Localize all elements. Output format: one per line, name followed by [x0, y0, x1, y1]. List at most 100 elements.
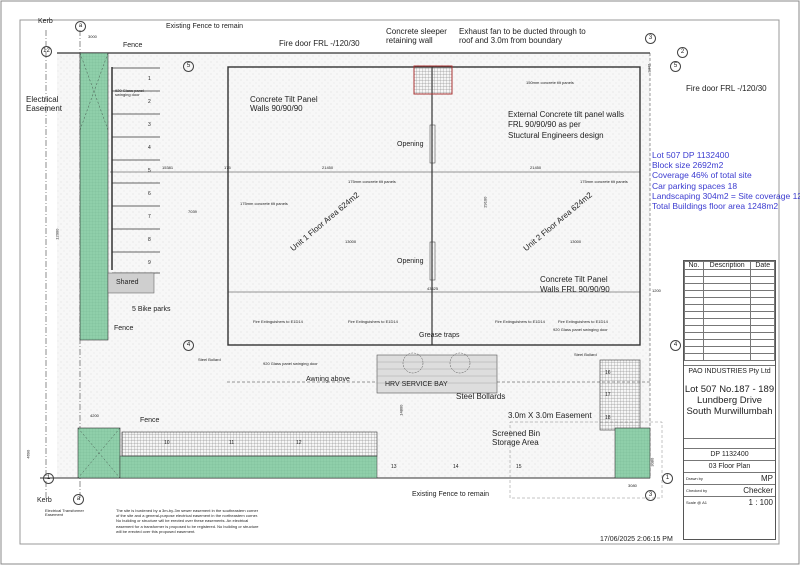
- grease-traps-label: Grease traps: [419, 332, 460, 339]
- rev-header: Description: [702, 261, 752, 270]
- grid-bubble: a: [73, 494, 84, 505]
- grid-bubble: 5: [670, 61, 681, 72]
- site-info: Lot 507 DP 1132400 Block size 2692m2 Cov…: [652, 150, 800, 211]
- transformer-easement-label: Electrical Transformer Easement: [45, 508, 84, 518]
- fence-label: Fence: [140, 417, 160, 424]
- bay-number: 1: [148, 76, 151, 82]
- timestamp: 17/06/2025 2:06:15 PM: [600, 536, 673, 543]
- rev-header: No.: [684, 261, 704, 270]
- site-area: [57, 53, 650, 478]
- bay-number: 4: [148, 145, 151, 151]
- bay-number: 2: [148, 99, 151, 105]
- label: Checked by: [686, 487, 708, 493]
- hrv-bay: [376, 354, 498, 394]
- bay-number: 7: [148, 214, 151, 220]
- dimension: 43425: [427, 286, 439, 291]
- dimension: 13000: [570, 239, 582, 244]
- exhaust-fan: [413, 65, 453, 95]
- dimension: 13000: [345, 239, 357, 244]
- checked-by-row: Checked by Checker: [684, 483, 775, 496]
- grid-bubble: 12: [41, 46, 52, 57]
- value: MP: [761, 473, 773, 483]
- project-address: Lot 507 No.187 - 189 Lundberg Drive Sout…: [684, 384, 775, 417]
- tilt-panel-label: Concrete Tilt Panel Walls FRL 90/90/90: [540, 275, 610, 295]
- opening-label: Opening: [397, 258, 424, 265]
- site-info-line: Block size 2692m2: [652, 160, 724, 171]
- door-label: 920 Glass panel swinging door: [115, 88, 144, 98]
- bay-number: 10: [164, 440, 170, 446]
- site-info-line: Lot 507 DP 1132400: [652, 150, 730, 160]
- bay-number: 3: [148, 122, 151, 128]
- dimension: 3000: [88, 34, 97, 39]
- grid-bubble: 1: [662, 473, 673, 484]
- grid-bubble: a: [75, 21, 86, 32]
- panel-label: 150mm concrete tilt panels: [526, 80, 574, 85]
- fire-ext-label: Fire Extinguishers to E1D14: [253, 319, 303, 324]
- grid-bubble: 3: [645, 490, 656, 501]
- value: 1 : 100: [748, 497, 773, 507]
- label: Drawn by: [686, 475, 703, 481]
- panel-label: 175mm concrete tilt panels: [348, 179, 396, 184]
- door-label: 920 Glass panel swinging door: [553, 327, 608, 332]
- dimension: 175: [224, 165, 231, 170]
- bay-number: 17: [605, 392, 611, 398]
- bollards-label: Steel Bollards: [456, 392, 506, 401]
- label: Scale @ A1: [686, 499, 707, 505]
- rev-header: Date: [750, 261, 775, 270]
- bay-number: 14: [453, 464, 459, 470]
- bike-parks-label: 5 Bike parks: [132, 306, 171, 313]
- easement-label: 3.0m X 3.0m Easement: [508, 411, 592, 420]
- grid-bubble: 5: [183, 61, 194, 72]
- dimension: 29100: [482, 196, 488, 208]
- bay-number: 18: [605, 415, 611, 421]
- dimension: 4200: [90, 413, 99, 418]
- fence-label: Existing Fence to remain: [412, 491, 490, 498]
- panel-label: 175mm concrete tilt panels: [580, 179, 628, 184]
- site-info-line: Car parking spaces 18: [652, 180, 738, 191]
- scale-row: Scale @ A1 1 : 100: [684, 495, 775, 508]
- fire-door-label: Fire door FRL -/120/30: [279, 39, 360, 48]
- bin-storage-label: Screened Bin Storage Area: [492, 429, 541, 447]
- bay-number: 12: [296, 440, 302, 446]
- bay-number: 6: [148, 191, 151, 197]
- dimension: 21450: [530, 165, 542, 170]
- shared-label: Shared: [116, 279, 139, 286]
- fence-label: Fence: [114, 325, 134, 332]
- bay-number: 11: [229, 440, 235, 446]
- fence-label: Fence: [123, 42, 143, 49]
- external-walls-label: External Concrete tilt panel walls FRL 9…: [508, 110, 625, 140]
- value: Checker: [743, 485, 773, 495]
- bay-number: 13: [391, 464, 397, 470]
- fire-door-label: Fire door FRL -/120/30: [686, 84, 767, 93]
- dp-number: DP 1132400: [684, 447, 775, 460]
- bay-number: 5: [148, 168, 151, 174]
- panel-label: 175mm concrete tilt panels: [240, 201, 288, 206]
- fire-ext-label: Fire Extinguishers to E1D14: [348, 319, 398, 324]
- site-note: The site is burdened by a 3m-by-3m sewer…: [116, 508, 259, 534]
- kerb-label: Kerb: [38, 18, 53, 25]
- electrical-easement-label: Electrical Easement: [26, 95, 63, 113]
- dimension: 4690: [25, 449, 31, 459]
- fire-ext-label: Fire Extinguishers to E1D14: [495, 319, 545, 324]
- grid-bubble: 2: [677, 47, 688, 58]
- sheet-name: 03 Floor Plan: [684, 459, 775, 472]
- landscape-strip-bottom: [119, 455, 378, 479]
- bay-number: 9: [148, 260, 151, 266]
- shared-bay: [107, 272, 155, 294]
- bay-number: 8: [148, 237, 151, 243]
- awning-label: Awning above: [306, 376, 350, 383]
- dimension: 3080: [628, 483, 637, 488]
- grid-bubble: 4: [670, 340, 681, 351]
- tilt-panel-label: Concrete Tilt Panel Walls 90/90/90: [250, 95, 318, 113]
- opening-label: Opening: [397, 141, 424, 148]
- door-label: 920 Glass panel swinging door: [263, 361, 318, 366]
- dimension: 7039: [188, 209, 197, 214]
- bay-number: 15: [516, 464, 522, 470]
- bay-number: 16: [605, 370, 611, 376]
- fence-label: Existing Fence to remain: [166, 23, 244, 30]
- dimension: 1200: [652, 288, 661, 293]
- dimension: 15381: [162, 165, 174, 170]
- dimension: 3080: [649, 457, 655, 467]
